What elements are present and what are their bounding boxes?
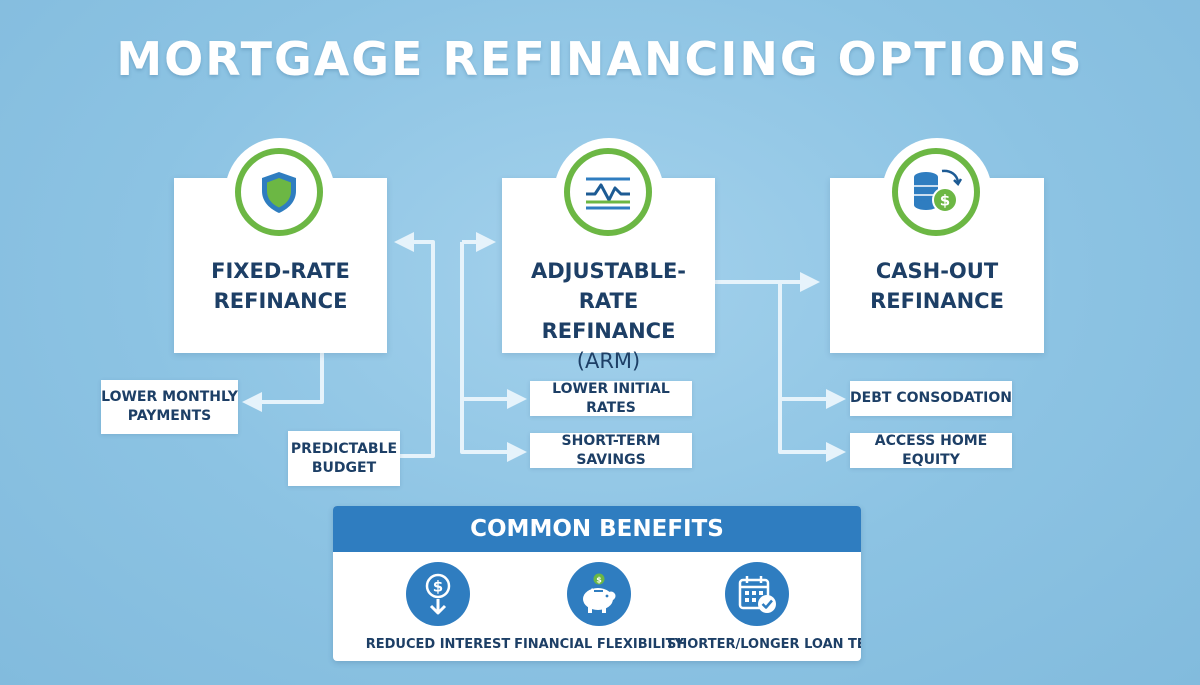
svg-text:$: $ <box>940 192 950 210</box>
feature-tag-short-term-savings: SHORT-TERM SAVINGS <box>530 433 692 468</box>
option-card-fixed-rate: FIXED-RATE REFINANCE <box>174 178 387 353</box>
benefit-reduced-interest: $ REDUCED INTEREST <box>348 562 528 652</box>
common-benefits-title: COMMON BENEFITS <box>333 506 861 552</box>
rate-chart-icon <box>586 177 630 210</box>
arrow-budget-to-fixed <box>394 232 435 458</box>
feature-tag-access-home-equity: ACCESS HOME EQUITY <box>850 433 1012 468</box>
arrow-fixed-to-payments <box>242 353 324 412</box>
benefit-financial-flexibility: $ FINANCIAL FLEXIBILITY <box>509 562 689 652</box>
option-label: FIXED-RATE REFINANCE <box>211 259 350 313</box>
shield-icon <box>262 172 296 213</box>
option-badge <box>554 138 664 248</box>
arrow-arm-to-savings <box>460 242 527 462</box>
calendar-check-icon <box>738 576 776 613</box>
svg-text:$: $ <box>433 578 443 596</box>
common-benefits-panel: COMMON BENEFITS $ REDUCED INTEREST $ <box>333 506 861 661</box>
page-title: MORTGAGE REFINANCING OPTIONS <box>116 32 1084 86</box>
coins-cash-icon: $ <box>914 169 963 213</box>
feature-tag-lower-initial-rates: LOWER INITIAL RATES <box>530 381 692 416</box>
svg-text:$: $ <box>596 576 602 585</box>
feature-tag-debt-consolidation: DEBT CONSODATION <box>850 381 1012 416</box>
dollar-down-icon: $ <box>425 573 451 615</box>
option-label: CASH-OUT REFINANCE <box>870 259 1004 313</box>
option-badge <box>225 138 335 248</box>
piggy-bank-icon: $ <box>583 573 616 613</box>
option-badge: $ <box>882 138 992 248</box>
option-label: ADJUSTABLE-RATE REFINANCE (ARM) <box>530 259 687 373</box>
arrow-cashout-to-equity <box>778 282 846 462</box>
